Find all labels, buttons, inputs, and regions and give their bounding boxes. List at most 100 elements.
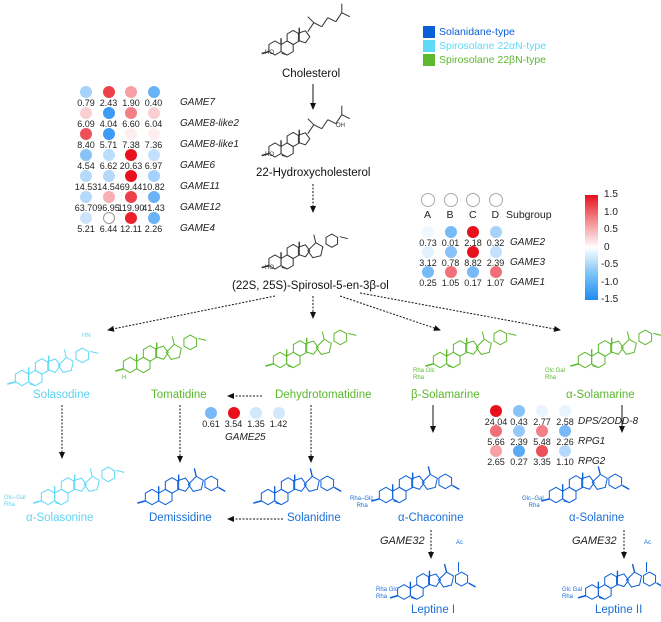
side-chain <box>313 124 323 130</box>
subgroup-circle <box>466 193 480 207</box>
piperidine-ring <box>101 466 116 483</box>
ring-c <box>286 131 300 148</box>
colorbar-tick-label: 1.0 <box>604 206 618 218</box>
double-bond <box>393 500 399 503</box>
expression-value: 20.63 <box>119 161 143 171</box>
methyl <box>508 332 517 336</box>
acetyl-leptine1: Ac <box>456 540 464 546</box>
side-chain <box>307 16 315 24</box>
label-leptine-2: Leptine II <box>595 604 643 616</box>
expression-value: 1.07 <box>486 278 505 288</box>
expression-dot <box>147 212 160 224</box>
atom-ho-cholesterol: HO <box>265 50 274 56</box>
methyl <box>626 331 630 340</box>
legend-spiro-beta: Spirosolane 22βN-type <box>423 54 546 66</box>
subgroup-circle <box>443 193 458 207</box>
ho-bond <box>570 363 579 367</box>
colorbar <box>585 195 598 300</box>
methyl <box>333 486 342 492</box>
expression-dot <box>102 128 115 140</box>
sugar-gal: Gal <box>16 495 26 501</box>
expression-value: 0.78 <box>441 258 460 268</box>
methyl <box>321 331 325 340</box>
methyl <box>171 336 175 345</box>
expression-dot <box>147 191 160 203</box>
ring-a <box>397 584 411 600</box>
expression-value: 2.39 <box>510 437 528 447</box>
expression-value: 0.61 <box>202 419 220 429</box>
expression-value: 0.25 <box>419 278 437 288</box>
furan-ring <box>315 338 332 355</box>
furan-ring <box>57 356 74 373</box>
ring-c <box>452 340 468 357</box>
furan-ring <box>475 338 492 355</box>
expression-dot <box>147 149 160 161</box>
gene-label: GAME3 <box>510 257 546 268</box>
ring-c <box>292 340 308 357</box>
gene-label: GAME8-like2 <box>180 118 239 129</box>
double-bond <box>598 597 605 600</box>
expression-dot <box>559 405 571 417</box>
arrow-spirosol-to-alpha-solamarine <box>359 292 561 332</box>
double-bond <box>55 502 61 505</box>
sugar-chaconine: Rha–Glc Rha <box>350 496 374 509</box>
piperidine-ring <box>333 329 348 346</box>
ho-bond <box>577 594 586 599</box>
side-chain <box>327 17 337 23</box>
sugar-rha: Rha <box>376 594 388 600</box>
expression-dot <box>490 445 502 457</box>
expression-dot <box>80 128 92 140</box>
expression-dot <box>80 149 92 161</box>
gene-label: GAME12 <box>180 202 221 213</box>
expression-value: 0.40 <box>144 98 163 108</box>
gene-label: GAME1 <box>510 277 546 288</box>
side-chain <box>341 114 351 120</box>
subgroup-label: D <box>491 209 500 221</box>
expression-dot <box>80 107 92 119</box>
expression-value: 5.21 <box>77 224 95 234</box>
expression-value: 24.04 <box>484 417 508 427</box>
ring-a <box>122 356 138 374</box>
methyl <box>90 350 99 354</box>
legend-label-spiro-alpha: Spirosolane 22αN-type <box>439 40 547 52</box>
label-tomatidine: Tomatidine <box>151 389 207 401</box>
legend-spiro-alpha: Spirosolane 22αN-type <box>423 40 546 52</box>
ho-bond <box>33 500 42 504</box>
ring-a <box>14 369 30 387</box>
ho-bond <box>541 498 550 502</box>
expression-dot <box>513 445 525 457</box>
double-bond <box>275 502 281 505</box>
expression-dot <box>125 191 137 203</box>
colorbar-tick-label: 0.5 <box>604 224 618 235</box>
subgroup-circle <box>488 193 503 207</box>
expression-dot <box>125 86 137 98</box>
expression-dot <box>272 407 285 419</box>
expression-dot <box>536 405 548 417</box>
expression-dot <box>102 170 115 182</box>
arrow-spirosol-to-beta-solamarine <box>339 295 441 331</box>
sugar-glc: Glc <box>364 496 374 502</box>
side-chain <box>335 12 343 22</box>
expression-dot <box>467 246 479 258</box>
piperidine-ring <box>638 329 653 346</box>
expression-value: 6.44 <box>99 224 118 234</box>
subgroup-title: Subgroup <box>506 209 552 221</box>
indolizidine-ring-5 <box>591 473 608 490</box>
expression-dot <box>513 405 525 417</box>
label-alpha-chaconine: α-Chaconine <box>398 512 464 524</box>
ho-bond <box>7 381 16 385</box>
expression-dot <box>102 191 115 203</box>
expression-dot <box>422 266 434 278</box>
side-chain <box>307 22 315 32</box>
sugar-rha: Rha <box>545 375 557 381</box>
sugar-gal: Gal <box>572 587 583 593</box>
expression-value: 3.35 <box>533 457 551 467</box>
atom-oh-hydroxychol: OH <box>336 123 345 129</box>
double-bond <box>281 52 287 56</box>
indolizidine-ring-5 <box>303 475 320 492</box>
double-bond <box>447 365 453 368</box>
gene-label: RPG2 <box>578 456 606 467</box>
sugar-rha: Rha <box>413 375 425 381</box>
ring-c <box>286 29 300 46</box>
atom-h-tomatidine: H <box>122 375 127 381</box>
